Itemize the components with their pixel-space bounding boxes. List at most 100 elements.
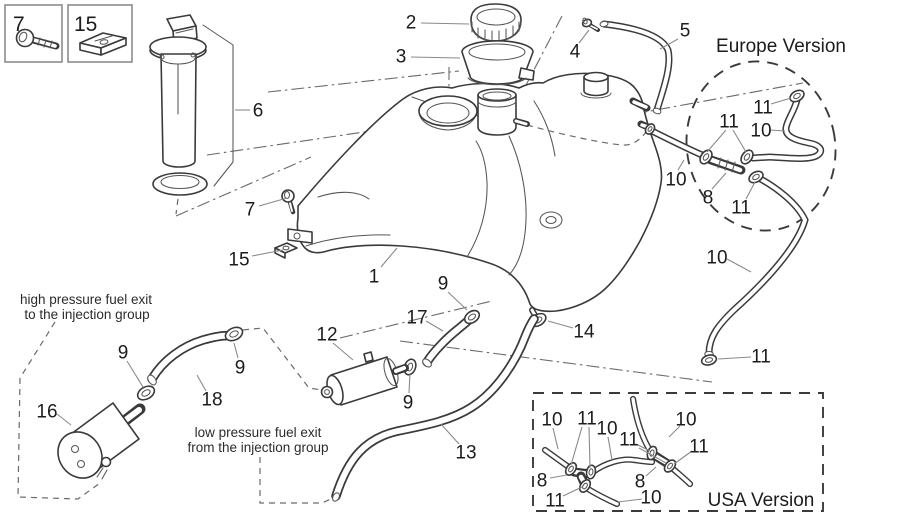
- leader-line-9: [408, 372, 411, 394]
- hose-clamp-9: [224, 326, 244, 342]
- callout-9: 9: [118, 343, 129, 364]
- leader-line-8: [645, 466, 657, 477]
- leader-line-9: [447, 291, 468, 311]
- high-pressure-note: high pressure fuel exit to the injection…: [20, 292, 152, 322]
- leader-line-9: [126, 360, 144, 388]
- hose-clamp-9: [463, 309, 481, 325]
- callout-16: 16: [36, 402, 57, 423]
- hose-clamp: [564, 462, 578, 476]
- callout-9: 9: [235, 358, 246, 379]
- filler-ring: [418, 95, 478, 131]
- hose-clamp: [740, 149, 754, 165]
- tank-mounting-tab: [287, 228, 313, 244]
- leader-line-10: [552, 427, 559, 450]
- leader-line-11: [570, 426, 583, 466]
- europe-valve-8: [706, 155, 746, 175]
- usa-version-group: [532, 392, 824, 512]
- europe-version-group: [644, 60, 837, 366]
- leader-line-14: [547, 320, 574, 329]
- leader-line-17: [425, 320, 444, 332]
- callout-3: 3: [396, 47, 407, 68]
- callout-18: 18: [201, 390, 222, 411]
- svg-text:from the injection group: from the injection group: [187, 440, 328, 455]
- hose-clamp-9: [136, 385, 156, 401]
- callout-6-bracket: [202, 24, 234, 187]
- filler-collar: [461, 40, 535, 86]
- svg-text:to the injection group: to the injection group: [24, 307, 149, 322]
- svg-text:high pressure fuel exit: high pressure fuel exit: [20, 292, 152, 307]
- callout-11: 11: [731, 198, 751, 219]
- callout-5: 5: [680, 21, 691, 42]
- leader-line-10: [668, 425, 681, 438]
- leader-line-8: [711, 172, 727, 190]
- leader-line-11: [562, 486, 583, 497]
- callout-11: 11: [577, 409, 597, 430]
- hose-clamp: [578, 479, 592, 493]
- leader-line-10: [769, 129, 786, 132]
- vent-screw: [581, 17, 600, 32]
- hose-17: [422, 313, 476, 368]
- callout-11: 11: [751, 347, 771, 368]
- callout-7: 7: [245, 200, 256, 221]
- hose-13: [331, 314, 539, 502]
- callout-9: 9: [438, 274, 449, 295]
- expansion-tank-cap: [580, 71, 612, 99]
- leader-line-12: [332, 342, 354, 361]
- hose-clamp: [644, 123, 656, 135]
- breather-hose-5: [599, 20, 673, 115]
- fuel-filter: [320, 351, 409, 406]
- europe-version-label: Europe Version: [716, 36, 846, 57]
- callout-13: 13: [455, 443, 476, 464]
- fuel-outlet-boss: [539, 211, 563, 229]
- leader-line-1: [380, 247, 398, 268]
- leader-line-11: [770, 97, 792, 105]
- fuel-cap: [470, 3, 522, 42]
- reservoir-cup: [477, 88, 530, 136]
- leader-line-11: [673, 450, 693, 465]
- tank-screw-7: [281, 189, 296, 215]
- leader-line-10: [726, 258, 752, 273]
- leader-line-11: [706, 129, 727, 153]
- leader-line-13: [440, 423, 460, 445]
- alignment-lines: [175, 15, 804, 383]
- leader-line-11: [745, 181, 756, 200]
- callout-10: 10: [596, 419, 617, 440]
- callout-11: 11: [719, 112, 739, 133]
- callout-4: 4: [570, 42, 581, 63]
- inset-bracket-label: 15: [74, 13, 97, 36]
- hose-clamp: [699, 149, 713, 165]
- leader-line-11: [638, 447, 667, 464]
- hose-18: [147, 330, 237, 386]
- leader-line-11: [635, 443, 651, 452]
- callout-10: 10: [665, 170, 686, 191]
- fuel-pump-assembly: [149, 14, 234, 196]
- callout-17: 17: [406, 308, 427, 329]
- bracket-part-15: [79, 32, 127, 56]
- svg-text:low pressure fuel exit: low pressure fuel exit: [195, 425, 322, 440]
- hidden-hose-line: [526, 124, 647, 146]
- callout-15: 15: [228, 250, 249, 271]
- callout-11: 11: [689, 437, 709, 458]
- pump-gasket: [152, 172, 208, 196]
- inset-screw-label: 7: [13, 13, 25, 36]
- low-pressure-note: low pressure fuel exit from the injectio…: [187, 425, 328, 455]
- screw-part-7: [15, 28, 60, 50]
- callout-1: 1: [369, 267, 380, 288]
- callout-10: 10: [675, 410, 696, 431]
- leader-line-10: [617, 498, 643, 503]
- inset-screw-box: 7: [4, 4, 63, 63]
- callout-10: 10: [640, 488, 661, 509]
- leader-line-7: [258, 197, 288, 207]
- callout-11: 11: [545, 491, 565, 512]
- hose-clamp: [585, 464, 597, 480]
- leader-line-16: [56, 413, 72, 426]
- leader-line-3: [410, 56, 461, 59]
- leader-line-15: [251, 249, 284, 257]
- hose-clamp: [663, 459, 677, 473]
- europe-dashed-ellipse: [685, 60, 837, 232]
- callout-14: 14: [573, 322, 595, 343]
- usa-dashed-box: [532, 392, 824, 512]
- callout-11: 11: [619, 430, 639, 451]
- hose-clamp: [700, 354, 718, 366]
